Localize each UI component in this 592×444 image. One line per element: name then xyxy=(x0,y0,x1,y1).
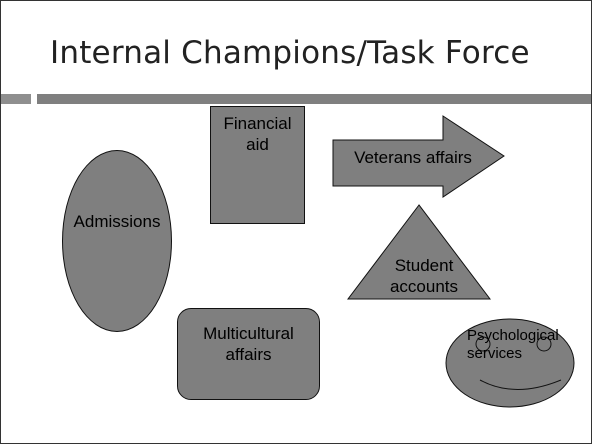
financial-aid-box xyxy=(210,106,305,224)
multicultural-affairs-label: Multicultural affairs xyxy=(203,324,294,364)
student-accounts-triangle xyxy=(346,204,492,300)
admissions-ellipse xyxy=(62,150,172,332)
smiley-mouth xyxy=(479,379,562,390)
veterans-affairs-label: Veterans affairs xyxy=(354,148,472,167)
smiley-right-eye xyxy=(536,336,552,352)
financial-aid-label: Financial aid xyxy=(223,114,292,154)
smiley-left-eye xyxy=(475,336,491,352)
psychological-services-label: Psychological services xyxy=(467,327,559,362)
title-accent-bar-left xyxy=(1,94,31,104)
veterans-affairs-arrow xyxy=(332,115,505,198)
admissions-label: Admissions xyxy=(73,212,161,231)
title-accent-bar xyxy=(37,94,591,104)
student-accounts-label: Student accounts xyxy=(389,256,459,296)
multicultural-affairs-box xyxy=(177,308,320,400)
slide-title: Internal Champions/Task Force xyxy=(50,35,530,71)
